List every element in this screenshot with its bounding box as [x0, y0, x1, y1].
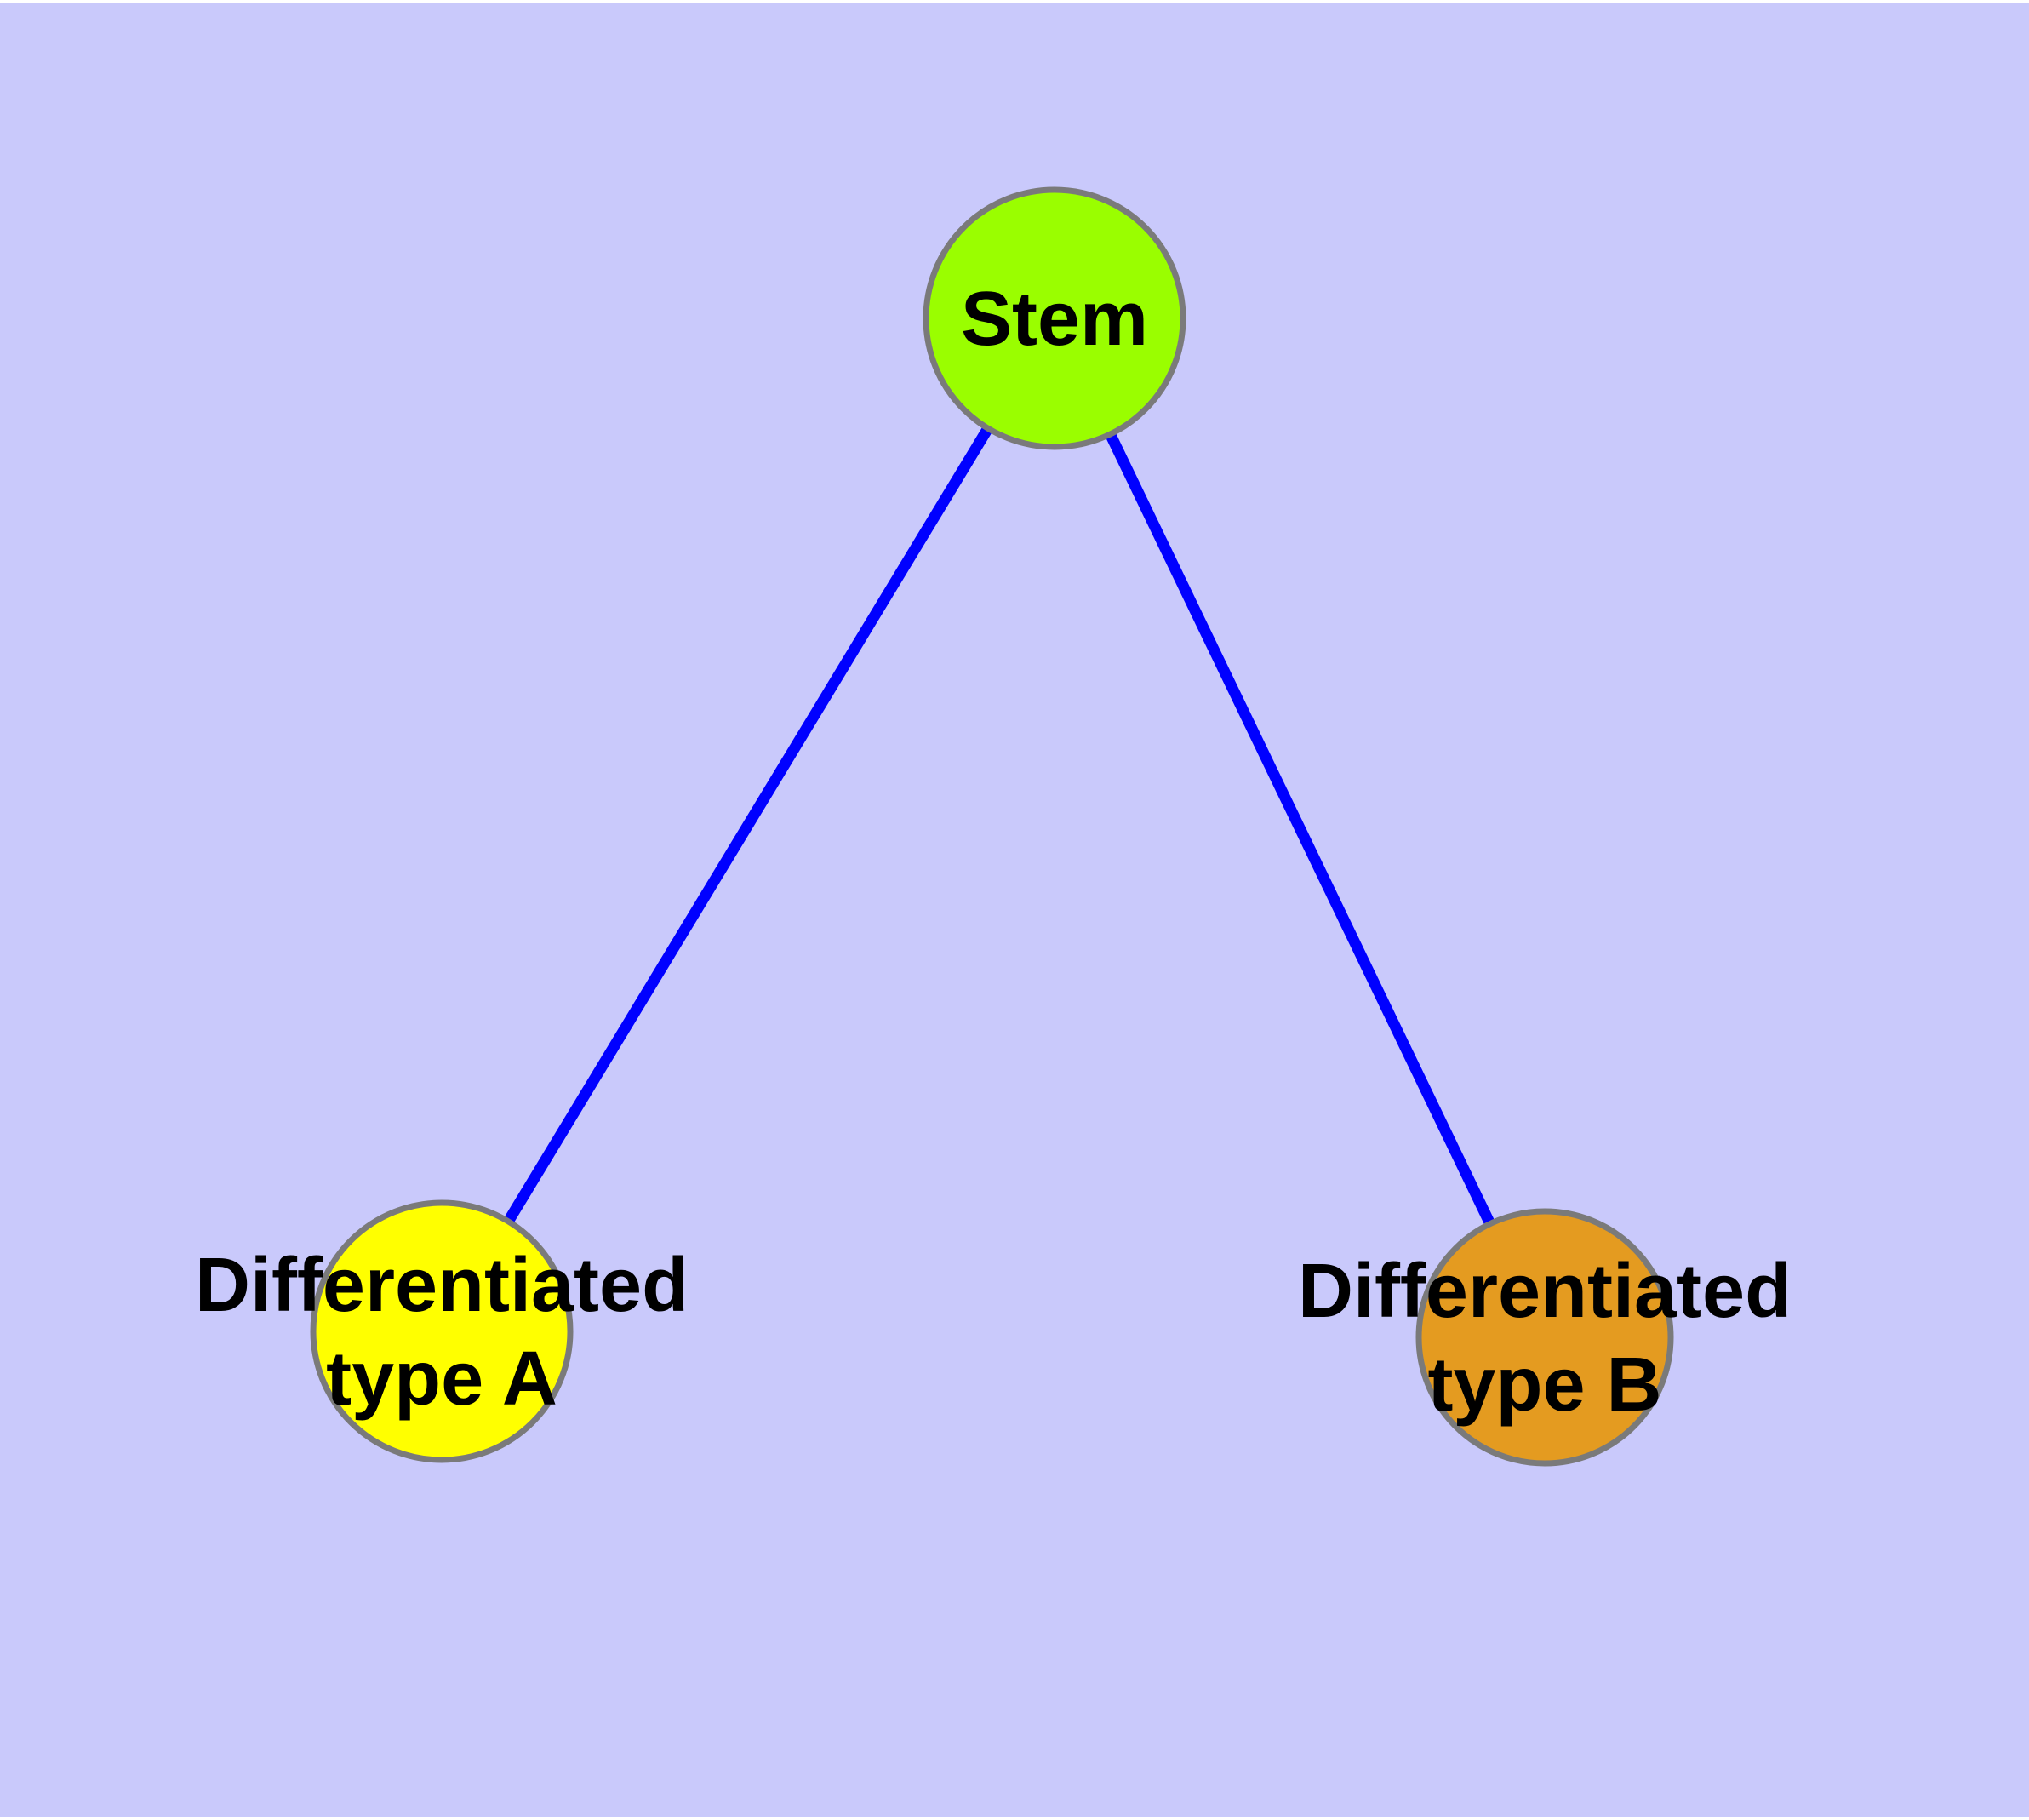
node-label-differentiated-type-b: Differentiated type B — [1298, 1245, 1792, 1433]
node-label-stem: Stem — [961, 273, 1148, 367]
node-label-type-b-line-2: type B — [1427, 1342, 1662, 1428]
node-label-type-a-line-1: Differentiated — [194, 1243, 689, 1329]
node-label-differentiated-type-a: Differentiated type A — [195, 1239, 689, 1427]
node-differentiated-type-b-circle — [1415, 1208, 1674, 1467]
node-differentiated-type-a-circle — [310, 1199, 574, 1463]
node-label-type-b-line-1: Differentiated — [1297, 1249, 1792, 1335]
node-stem-circle — [923, 186, 1186, 450]
node-label-type-a-line-2: type A — [326, 1336, 557, 1422]
edge-stem-to-type-a — [437, 315, 1060, 1335]
edge-stem-to-type-b — [1049, 316, 1550, 1340]
node-label-stem-line-1: Stem — [960, 277, 1149, 363]
